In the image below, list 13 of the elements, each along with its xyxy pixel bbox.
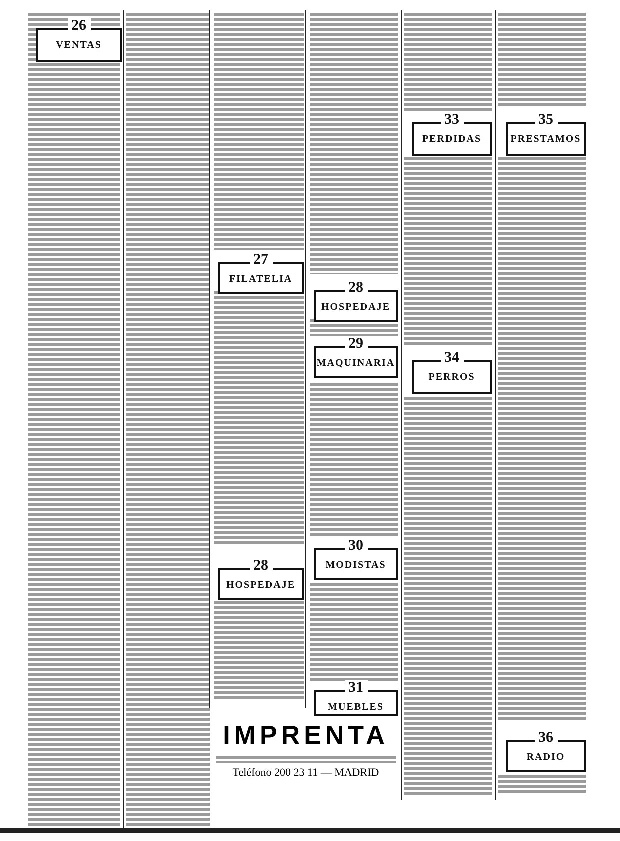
section-title: VENTAS	[55, 40, 103, 51]
section-title: MODISTAS	[324, 560, 388, 571]
advert-phone-text: Teléfono 200 23 11 — MADRID	[232, 767, 380, 779]
section-title: PERROS	[428, 372, 476, 383]
section-title: PRESTAMOS	[510, 134, 582, 145]
section-title: HOSPEDAJE	[225, 580, 296, 591]
advert-heading: IMPRENTA	[223, 720, 389, 751]
section-title: PERDIDAS	[421, 134, 483, 145]
section-title: MUEBLES	[327, 702, 385, 713]
section-title: FILATELIA	[228, 274, 294, 285]
section-title: RADIO	[526, 752, 566, 763]
section-title: MAQUINARIA	[316, 358, 396, 369]
section-title: HOSPEDAJE	[320, 302, 392, 313]
